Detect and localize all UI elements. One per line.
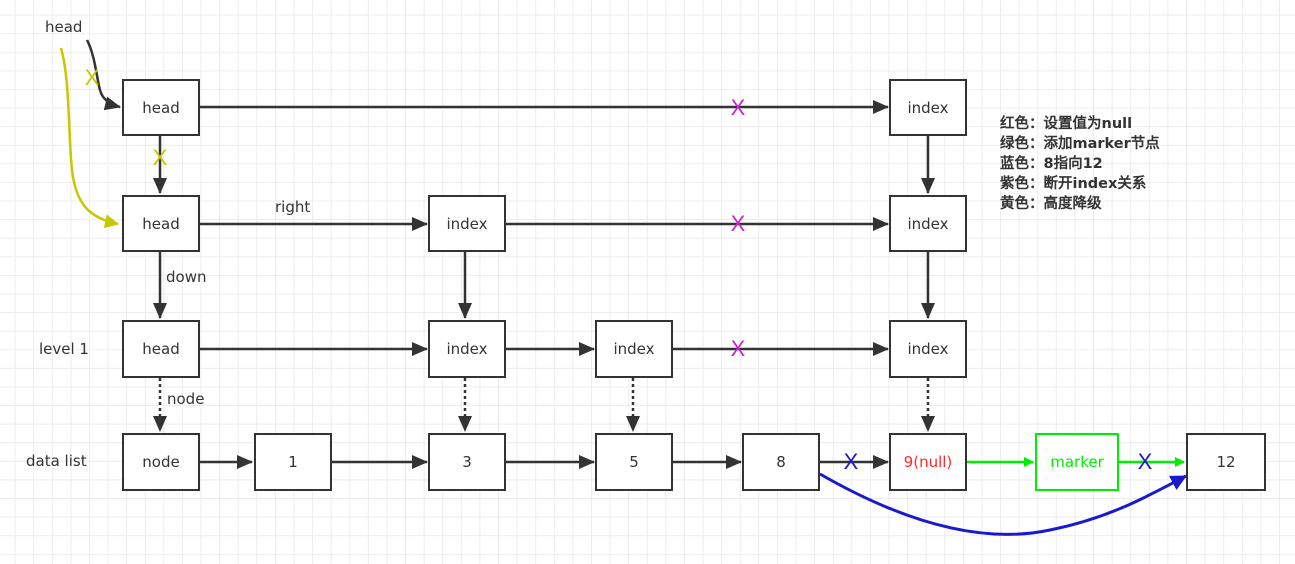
level2-head-node: head [122, 195, 200, 252]
data-list-label: data list [26, 452, 87, 470]
edge [85, 39, 121, 111]
node-link-label: node [167, 390, 205, 408]
legend: 红色：设置值为null 绿色：添加marker节点 蓝色：8指向12 紫色：断开… [1000, 114, 1160, 214]
data-node: 1 [254, 433, 332, 491]
purple-x-mark: X [730, 336, 746, 361]
marker-node: marker [1035, 433, 1119, 491]
level1-head-node: head [122, 320, 200, 378]
edge-yellow [59, 47, 119, 229]
yellow-x-mark: X [84, 65, 100, 90]
level3-index-node: index [889, 79, 967, 136]
data-node-head: node [122, 433, 200, 491]
data-node: 8 [742, 433, 820, 491]
level3-head-node: head [122, 79, 200, 136]
edge-blue [819, 472, 1187, 536]
blue-x-mark: X [843, 449, 859, 474]
data-node: 12 [1186, 433, 1266, 491]
level2-index-node: index [428, 195, 506, 252]
down-label: down [166, 268, 207, 286]
data-node: 5 [595, 433, 673, 491]
legend-item-red: 红色：设置值为null [1000, 116, 1133, 132]
level2-index-node: index [889, 195, 967, 252]
blue-x-mark: X [1137, 449, 1153, 474]
legend-item-purple: 紫色：断开index关系 [1000, 176, 1147, 192]
legend-item-yellow: 黄色：高度降级 [1000, 196, 1102, 212]
right-label: right [275, 198, 311, 216]
level1-index-node: index [889, 320, 967, 378]
legend-item-blue: 蓝色：8指向12 [1000, 156, 1103, 172]
yellow-x-mark: X [152, 145, 168, 170]
level1-label: level 1 [39, 340, 89, 358]
level1-index-node: index [595, 320, 673, 378]
head-pointer-label: head [45, 18, 83, 36]
legend-item-green: 绿色：添加marker节点 [1000, 136, 1160, 152]
purple-x-mark: X [730, 211, 746, 236]
data-node: 3 [428, 433, 506, 491]
purple-x-mark: X [730, 95, 746, 120]
data-node-null: 9(null) [889, 433, 967, 491]
level1-index-node: index [428, 320, 506, 378]
